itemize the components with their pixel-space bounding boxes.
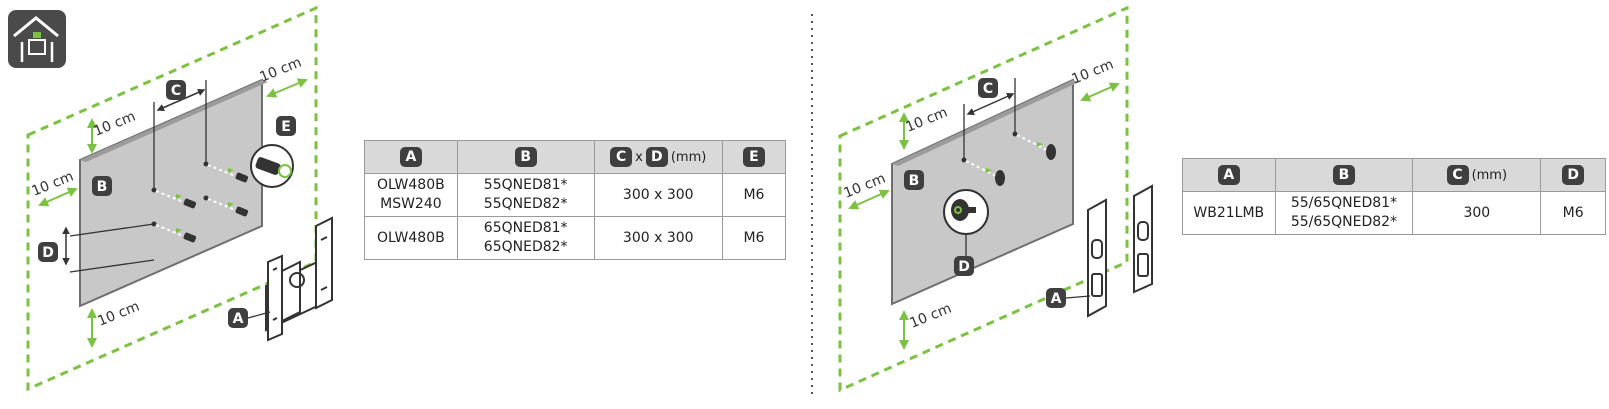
right-markers: C B D A — [904, 78, 1091, 308]
table-row: WB21LMB 55/65QNED81*55/65QNED82* 300 M6 — [1182, 191, 1606, 235]
svg-text:C: C — [171, 83, 181, 99]
right-wall-outline — [838, 5, 1129, 393]
right-magnifier — [943, 189, 989, 258]
marker-d-right: D — [954, 256, 974, 276]
svg-text:B: B — [97, 179, 108, 195]
marker-e-left: E — [276, 116, 296, 136]
header-col-b: B — [456, 140, 595, 174]
cell-c: 300 — [1412, 191, 1542, 235]
left-markers: C B D E A — [38, 80, 296, 328]
cell-cd: 300 x 300 — [593, 173, 723, 217]
right-screw-holes — [961, 78, 1056, 186]
svg-text:A: A — [1051, 291, 1062, 307]
dim-label-top: 10 cm — [92, 109, 138, 140]
marker-b-right: B — [904, 170, 924, 190]
left-screw-holes — [69, 80, 249, 273]
right-brackets — [1087, 184, 1153, 318]
marker-c-left: C — [166, 80, 186, 100]
dim-label-bottom: 10 cm — [96, 299, 142, 330]
cell-a: WB21LMB — [1182, 191, 1276, 235]
marker-a-left: A — [228, 308, 271, 328]
cell-a: OLW480B — [364, 216, 458, 260]
svg-text:B: B — [909, 173, 920, 189]
left-dimension-arrows — [38, 78, 308, 348]
svg-text:D: D — [958, 259, 970, 275]
svg-text:C: C — [983, 81, 993, 97]
cell-e: M6 — [721, 216, 787, 260]
svg-text:E: E — [281, 119, 291, 135]
svg-text:A: A — [233, 311, 244, 327]
dim-label-left: 10 cm — [30, 169, 76, 200]
left-magnifier — [250, 144, 294, 188]
left-bracket — [265, 216, 333, 342]
left-wall-outline — [26, 5, 318, 392]
header-col-a: A — [364, 140, 458, 174]
marker-c-right: C — [978, 78, 998, 98]
marker-b-left: B — [92, 176, 112, 196]
dim-label-bottom-right: 10 cm — [908, 301, 954, 332]
wall-mount-icon — [8, 10, 66, 68]
marker-a-right: A — [1046, 288, 1091, 308]
header-col-d: D — [1540, 158, 1606, 192]
table-row: OLW480B 65QNED81*65QNED82* 300 x 300 M6 — [364, 216, 787, 260]
header-col-a: A — [1182, 158, 1276, 192]
right-dimension-arrows — [848, 82, 1120, 350]
cell-b: 55QNED81*55QNED82* — [456, 173, 595, 217]
dim-label-top-right: 10 cm — [904, 105, 950, 136]
cell-b: 55/65QNED81*55/65QNED82* — [1274, 191, 1414, 235]
table-header-row: A B C(mm) D — [1182, 158, 1606, 192]
dim-label-left-right: 10 cm — [842, 171, 888, 202]
marker-d-left: D — [38, 242, 58, 262]
header-col-e: E — [721, 140, 787, 174]
cell-cd: 300 x 300 — [593, 216, 723, 260]
spec-table-right: A B C(mm) D WB21LMB 55/65QNED81*55/65QNE… — [1182, 158, 1606, 235]
header-col-b: B — [1274, 158, 1414, 192]
cell-e: M6 — [721, 173, 787, 217]
dim-label-right-right: 10 cm — [1070, 57, 1116, 88]
svg-text:D: D — [42, 245, 54, 261]
cell-d: M6 — [1540, 191, 1606, 235]
dim-label-right: 10 cm — [258, 55, 304, 86]
header-col-c: C(mm) — [1412, 158, 1542, 192]
cell-b: 65QNED81*65QNED82* — [456, 216, 595, 260]
